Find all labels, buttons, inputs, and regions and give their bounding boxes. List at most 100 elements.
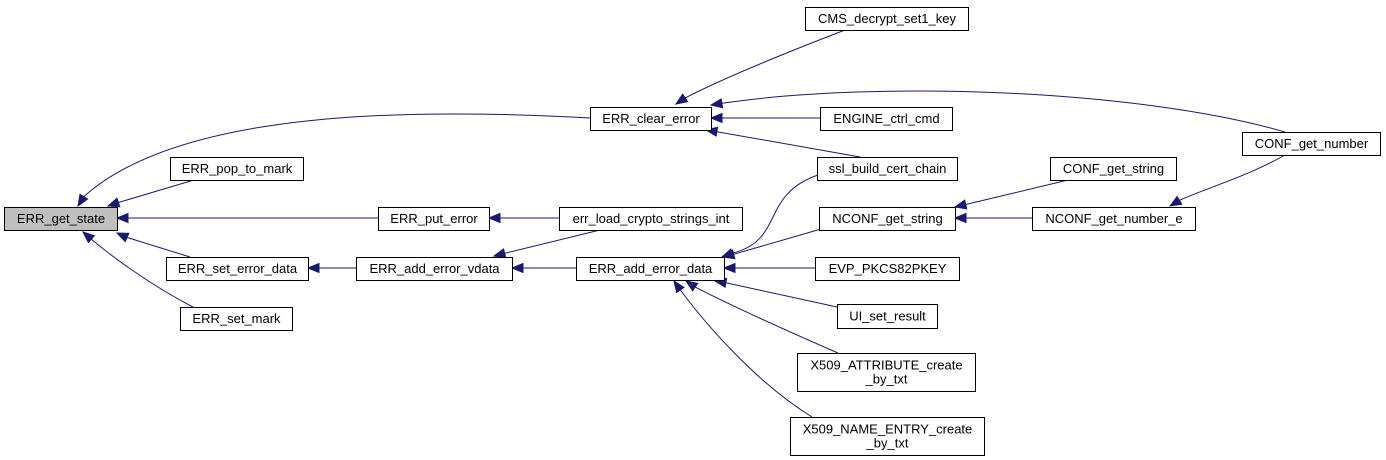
edge-ui-set-result-to-err-add-error-data: [713, 277, 838, 308]
node-box[interactable]: [576, 257, 725, 281]
node-engine-ctrl-cmd[interactable]: ENGINE_ctrl_cmd: [820, 107, 953, 131]
arrowhead: [674, 93, 689, 105]
node-ui-set-result[interactable]: UI_set_result: [837, 304, 938, 329]
edge-x509-attribute-create-by-txt-to-err-add-error-data: [684, 280, 839, 354]
node-box[interactable]: [815, 257, 960, 281]
edge-engine-ctrl-cmd-to-err-clear-error: [709, 112, 820, 124]
node-box[interactable]: [1242, 132, 1381, 156]
node-label: ERR_get_state: [17, 211, 105, 226]
node-x509-name-entry-create-by-txt[interactable]: X509_NAME_ENTRY_create_by_txt: [790, 417, 985, 456]
node-label: X509_NAME_ENTRY_create: [803, 422, 973, 437]
edge-cms-decrypt-set1-key-to-err-clear-error: [674, 29, 846, 105]
edge-ssl-build-cert-chain-to-err-clear-error: [704, 126, 861, 158]
node-err-load-crypto-strings-int[interactable]: err_load_crypto_strings_int: [559, 207, 743, 231]
edge-line: [1179, 154, 1286, 201]
arrowhead: [721, 249, 736, 260]
edge-conf-get-number-to-nconf-get-number-e: [1168, 154, 1286, 207]
arrowhead: [684, 280, 699, 292]
node-err-get-state[interactable]: ERR_get_state: [4, 207, 118, 231]
nodes-layer: ERR_get_state ERR_clear_errorERR_pop_to_m…: [4, 7, 1381, 456]
node-label: NCONF_get_string: [832, 211, 943, 226]
node-nconf-get-number-e[interactable]: NCONF_get_number_e: [1032, 207, 1196, 231]
node-box[interactable]: [170, 157, 304, 181]
edge-err-load-crypto-strings-int-to-err-add-error-vdata: [492, 229, 601, 259]
arrowhead: [673, 279, 685, 294]
arrowhead: [1168, 195, 1183, 207]
edge-line: [732, 174, 819, 254]
edge-line: [679, 289, 813, 418]
node-x509-attribute-create-by-txt[interactable]: X509_ATTRIBUTE_create_by_txt: [797, 353, 976, 392]
node-box[interactable]: [790, 417, 985, 456]
node-err-clear-error[interactable]: ERR_clear_error: [590, 107, 712, 131]
edge-nconf-get-number-e-to-nconf-get-string: [953, 212, 1032, 224]
node-err-pop-to-mark[interactable]: ERR_pop_to_mark: [170, 157, 304, 181]
node-box[interactable]: [4, 207, 118, 231]
arrowhead: [81, 231, 96, 244]
node-label: UI_set_result: [849, 309, 926, 324]
node-box[interactable]: [797, 353, 976, 392]
arrowhead: [709, 112, 723, 124]
node-label: ERR_set_error_data: [178, 261, 298, 276]
node-box[interactable]: [837, 304, 938, 329]
edge-conf-get-number-to-err-clear-error: [709, 90, 1286, 133]
arrowhead: [953, 199, 968, 210]
node-conf-get-string[interactable]: CONF_get_string: [1050, 157, 1177, 181]
node-label: ERR_clear_error: [602, 111, 700, 126]
arrowhead: [306, 262, 320, 274]
node-box[interactable]: [820, 107, 953, 131]
node-label: ENGINE_ctrl_cmd: [833, 111, 939, 126]
edge-line: [725, 282, 838, 308]
node-nconf-get-string[interactable]: NCONF_get_string: [819, 207, 956, 231]
node-box[interactable]: [356, 257, 513, 281]
node-box[interactable]: [1032, 207, 1196, 231]
edge-line: [83, 113, 591, 198]
edge-err-add-error-data-to-err-add-error-vdata: [510, 262, 576, 274]
node-conf-get-number[interactable]: CONF_get_number: [1242, 132, 1381, 156]
node-box[interactable]: [166, 257, 309, 281]
node-label: EVP_PKCS82PKEY: [829, 261, 947, 276]
node-label: err_load_crypto_strings_int: [573, 211, 730, 226]
edge-err-pop-to-mark-to-err-get-state: [106, 179, 195, 208]
node-err-set-mark[interactable]: ERR_set_mark: [180, 307, 293, 331]
node-err-add-error-data[interactable]: ERR_add_error_data: [576, 257, 725, 281]
node-box[interactable]: [819, 207, 956, 231]
node-box[interactable]: [590, 107, 712, 131]
edge-conf-get-string-to-nconf-get-string: [953, 179, 1069, 210]
edge-line: [965, 179, 1069, 205]
arrowhead: [722, 262, 736, 274]
edge-x509-name-entry-create-by-txt-to-err-add-error-data: [673, 279, 813, 418]
edge-line: [733, 228, 822, 255]
node-err-put-error[interactable]: ERR_put_error: [378, 207, 490, 231]
node-err-add-error-vdata[interactable]: ERR_add_error_vdata: [356, 257, 513, 281]
node-label: ERR_add_error_vdata: [369, 261, 500, 276]
edge-err-set-mark-to-err-get-state: [81, 231, 194, 308]
arrowhead: [510, 262, 524, 274]
arrowhead: [77, 193, 89, 208]
arrowhead: [709, 98, 724, 109]
arrowhead: [106, 197, 121, 208]
edge-line: [684, 29, 846, 99]
node-evp-pkcs82pkey[interactable]: EVP_PKCS82PKEY: [815, 257, 960, 281]
node-label: ERR_put_error: [390, 211, 478, 226]
node-box[interactable]: [378, 207, 490, 231]
node-box[interactable]: [180, 307, 293, 331]
edge-nconf-get-string-to-err-add-error-data: [721, 228, 822, 260]
arrowhead: [492, 248, 507, 259]
node-cms-decrypt-set1-key[interactable]: CMS_decrypt_set1_key: [805, 7, 969, 31]
edge-line: [118, 179, 195, 203]
node-err-set-error-data[interactable]: ERR_set_error_data: [166, 257, 309, 281]
node-label: CMS_decrypt_set1_key: [818, 11, 957, 26]
node-box[interactable]: [1050, 157, 1177, 181]
edge-line: [126, 237, 191, 258]
node-ssl-build-cert-chain[interactable]: ssl_build_cert_chain: [817, 157, 958, 181]
edges-layer: [77, 29, 1286, 418]
node-box[interactable]: [817, 157, 958, 181]
edge-err-clear-error-to-err-get-state: [77, 113, 591, 208]
edge-err-put-error-to-err-get-state: [115, 212, 378, 224]
node-label: _by_txt: [865, 372, 908, 387]
node-box[interactable]: [559, 207, 743, 231]
node-box[interactable]: [805, 7, 969, 31]
edge-line: [716, 131, 861, 158]
node-label: _by_txt: [866, 436, 909, 451]
